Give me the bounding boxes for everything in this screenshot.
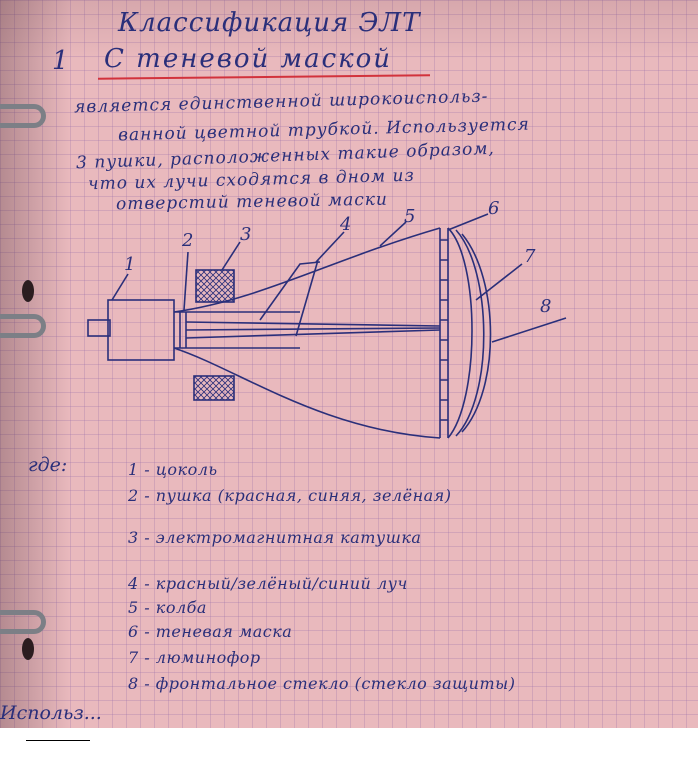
binder-ring: [0, 314, 46, 338]
binder-ring: [0, 104, 46, 128]
diagram-number: 8: [540, 296, 551, 317]
tube-funnel-top: [173, 227, 441, 313]
legend-item: 1 - цоколь: [128, 460, 218, 479]
legend-item: 2 - пушка (красная, синяя, зелёная): [128, 486, 452, 505]
deflection-coil-top: [195, 269, 235, 303]
legend-item: 7 - люминофор: [128, 648, 261, 667]
punch-hole: [22, 280, 34, 302]
legend-item: 8 - фронтальное стекло (стекло защиты): [128, 674, 516, 693]
section-heading: С теневой маской: [104, 44, 393, 74]
legend-item: 3 - электромагнитная катушка: [128, 528, 422, 547]
socket-pin: [87, 319, 111, 337]
page-title: Классификация ЭЛТ: [118, 8, 421, 38]
binder-ring: [0, 610, 46, 634]
punch-hole: [22, 638, 34, 660]
tube-funnel-bottom: [173, 347, 441, 439]
where-label: где:: [28, 454, 68, 476]
diagram-number: 4: [339, 214, 351, 235]
tube-base: [107, 299, 175, 361]
legend-item: 6 - теневая маска: [128, 622, 293, 641]
legend-item: 4 - красный/зелёный/синий луч: [128, 574, 408, 593]
diagram-number: 5: [404, 206, 415, 227]
footer-rule: [26, 740, 90, 741]
page-shadow: [0, 0, 698, 60]
phosphor-layer: [447, 227, 473, 439]
diagram-number: 3: [240, 224, 251, 245]
diagram-number: 7: [524, 246, 536, 267]
deflection-coil-bottom: [193, 375, 235, 401]
cut-off-text: Использ...: [0, 702, 102, 724]
description-line: является единственной широкоиспольз-: [73, 86, 489, 118]
electron-beam: [185, 321, 441, 327]
legend-item: 5 - колба: [128, 598, 207, 617]
front-glass: [455, 229, 485, 437]
diagram-number: 1: [124, 254, 135, 275]
heading-underline: [97, 74, 431, 80]
diagram-number: 6: [488, 200, 499, 219]
diagram-number: 2: [181, 230, 193, 251]
notebook-page: Классификация ЭЛТ 1 С теневой маской явл…: [0, 0, 698, 728]
section-number: 1: [52, 46, 69, 76]
crt-diagram: 1 2 3 4 5 6 7 8: [87, 200, 567, 439]
